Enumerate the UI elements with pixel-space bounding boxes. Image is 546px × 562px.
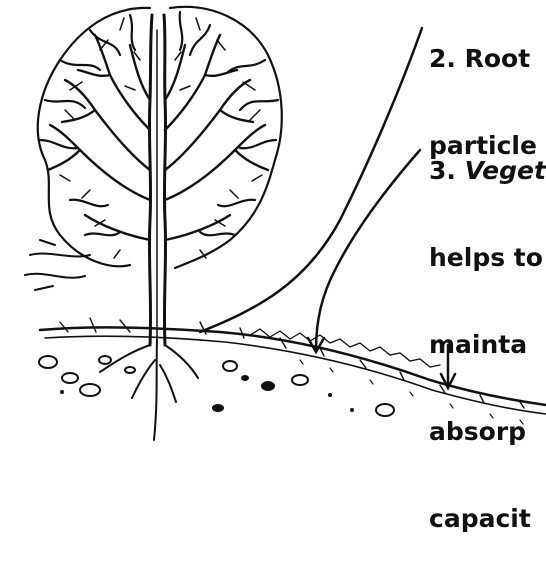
twig-texture [60, 18, 262, 258]
caption-vegetation-keyword: Veget [465, 156, 546, 185]
tree-trunk [149, 15, 165, 345]
tree-crown [38, 7, 282, 268]
caption-vegetation-number: 3. [429, 156, 456, 185]
callout-line-roots [200, 28, 422, 332]
soil-stones-filled [60, 375, 354, 412]
caption-roots-line-1: 2. Root [429, 44, 546, 73]
caption-vegetation-line-1: 3. Veget [429, 156, 546, 185]
caption-vegetation-line-4: absorp [429, 417, 546, 446]
caption-vegetation: 3. Veget helps to mainta absorp capacit [429, 98, 546, 562]
caption-vegetation-line-2: helps to [429, 243, 546, 272]
caption-vegetation-line-5: capacit [429, 504, 546, 533]
side-shoots [25, 240, 90, 290]
tree-roots [100, 340, 198, 440]
callout-line-vegetation [316, 150, 420, 350]
caption-vegetation-line-3: mainta [429, 330, 546, 359]
